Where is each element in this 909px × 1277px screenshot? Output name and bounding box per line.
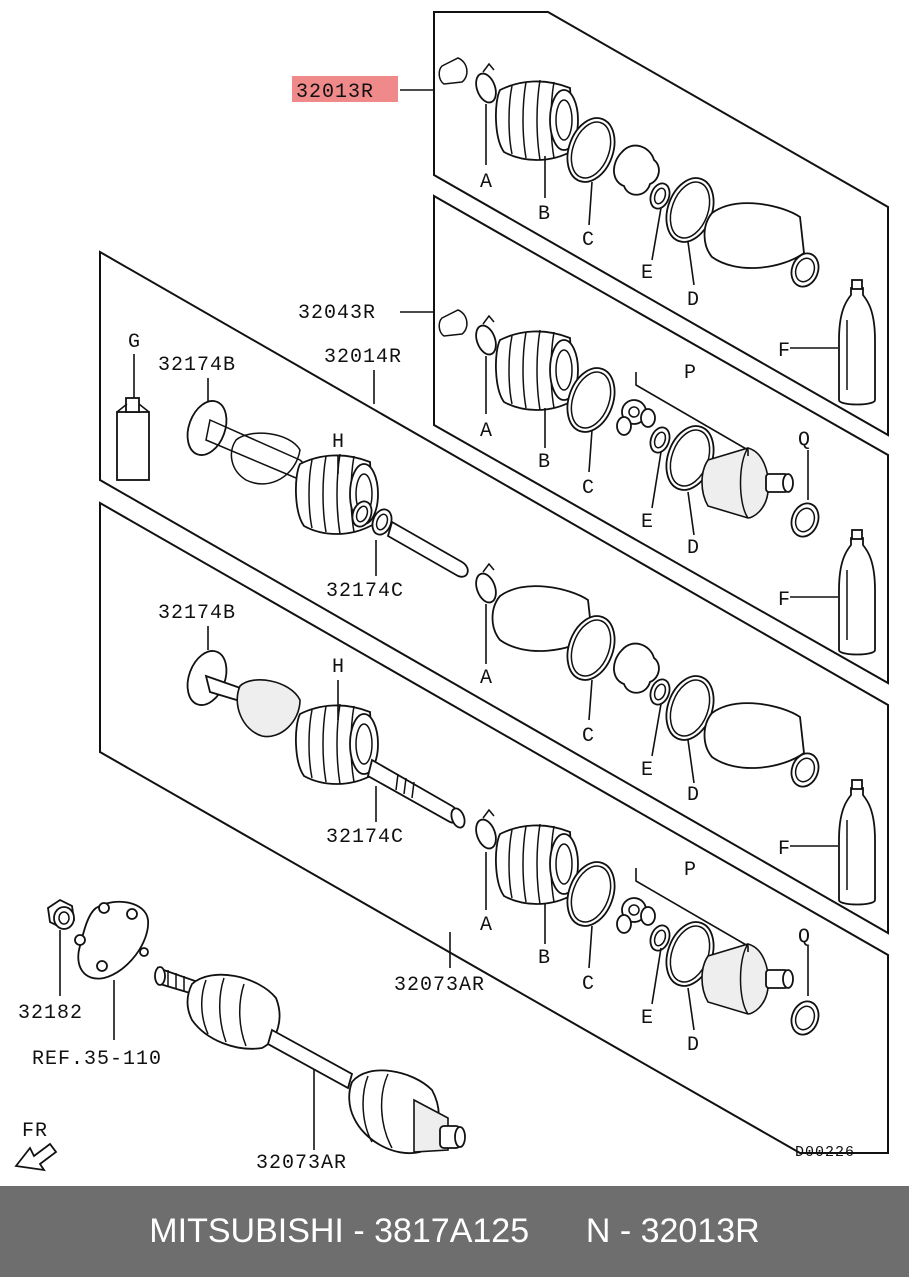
letter-H-2: H xyxy=(332,656,345,679)
hub-flange xyxy=(74,900,149,980)
letter-A-3: A xyxy=(480,667,493,690)
letter-A-4: A xyxy=(480,914,493,937)
drive-shaft-32073AR xyxy=(154,966,466,1154)
letter-C-3: C xyxy=(582,725,595,748)
boot-kit-outer-frame xyxy=(433,11,889,437)
letter-Q-1: Q xyxy=(798,429,811,452)
letter-C-4: C xyxy=(582,973,595,996)
part-number-32043R: 32043R xyxy=(298,302,376,325)
part-number-32174C-1: 32174C xyxy=(326,580,404,603)
letter-Q-2: Q xyxy=(798,926,811,949)
direction-label: FR xyxy=(22,1120,48,1143)
letter-P-1: P xyxy=(684,362,697,385)
drive-shaft-frame xyxy=(99,501,889,1154)
letter-B-2: B xyxy=(538,451,551,474)
part-number-32182: 32182 xyxy=(18,1002,83,1025)
part-number-32174C-2: 32174C xyxy=(326,826,404,849)
letter-A-2: A xyxy=(480,420,493,443)
drawing-code: D00226 xyxy=(795,1144,855,1161)
part-number-32174B-1: 32174B xyxy=(158,354,236,377)
letter-D-1: D xyxy=(687,289,700,312)
letter-F-2: F xyxy=(778,589,791,612)
part-number-32073AR-1: 32073AR xyxy=(394,974,485,997)
exploded-parts-diagram: 32013R A B C E D F 32043R P Q A B C E D xyxy=(14,11,889,1175)
boot-kit-inner-frame xyxy=(433,194,889,685)
letter-A-1: A xyxy=(480,171,493,194)
footer-catalog-ref: N - 32013R xyxy=(585,1212,760,1250)
letter-C-1: C xyxy=(582,229,595,252)
letter-F-1: F xyxy=(778,340,791,363)
letter-E-1: E xyxy=(641,262,654,285)
part-number-32174B-2: 32174B xyxy=(158,602,236,625)
letter-H-1: H xyxy=(332,431,345,454)
boot-kit-inner-parts xyxy=(438,309,876,656)
front-arrow-icon xyxy=(14,1142,58,1172)
drive-shaft-parts xyxy=(186,650,824,1040)
footer-spacer xyxy=(529,1212,586,1251)
part-number-32013R: 32013R xyxy=(296,81,374,104)
hub-nut-32182 xyxy=(47,898,75,930)
footer-brand-part: MITSUBISHI - 3817A125 xyxy=(149,1212,530,1250)
letter-C-2: C xyxy=(582,477,595,500)
shaft-assembly-frame xyxy=(99,250,889,935)
letter-D-2: D xyxy=(687,537,700,560)
highlight-box xyxy=(292,76,398,102)
letter-D-4: D xyxy=(687,1034,700,1057)
part-number-32073AR-2: 32073AR xyxy=(256,1152,347,1175)
letter-G: G xyxy=(128,331,141,354)
footer-bar: MITSUBISHI - 3817A125 N - 32013R xyxy=(0,1186,909,1277)
boot-kit-outer-parts xyxy=(438,57,876,406)
letter-B-3: B xyxy=(538,947,551,970)
grease-bottle-G xyxy=(116,397,150,481)
letter-E-4: E xyxy=(641,1007,654,1030)
shaft-assembly-parts xyxy=(186,400,469,578)
letter-E-2: E xyxy=(641,511,654,534)
letter-D-3: D xyxy=(687,784,700,807)
letter-B-1: B xyxy=(538,203,551,226)
letter-P-2: P xyxy=(684,859,697,882)
reference-35-110: REF.35-110 xyxy=(32,1048,162,1071)
part-number-32014R: 32014R xyxy=(324,346,402,369)
letter-E-3: E xyxy=(641,759,654,782)
letter-F-3: F xyxy=(778,838,791,861)
